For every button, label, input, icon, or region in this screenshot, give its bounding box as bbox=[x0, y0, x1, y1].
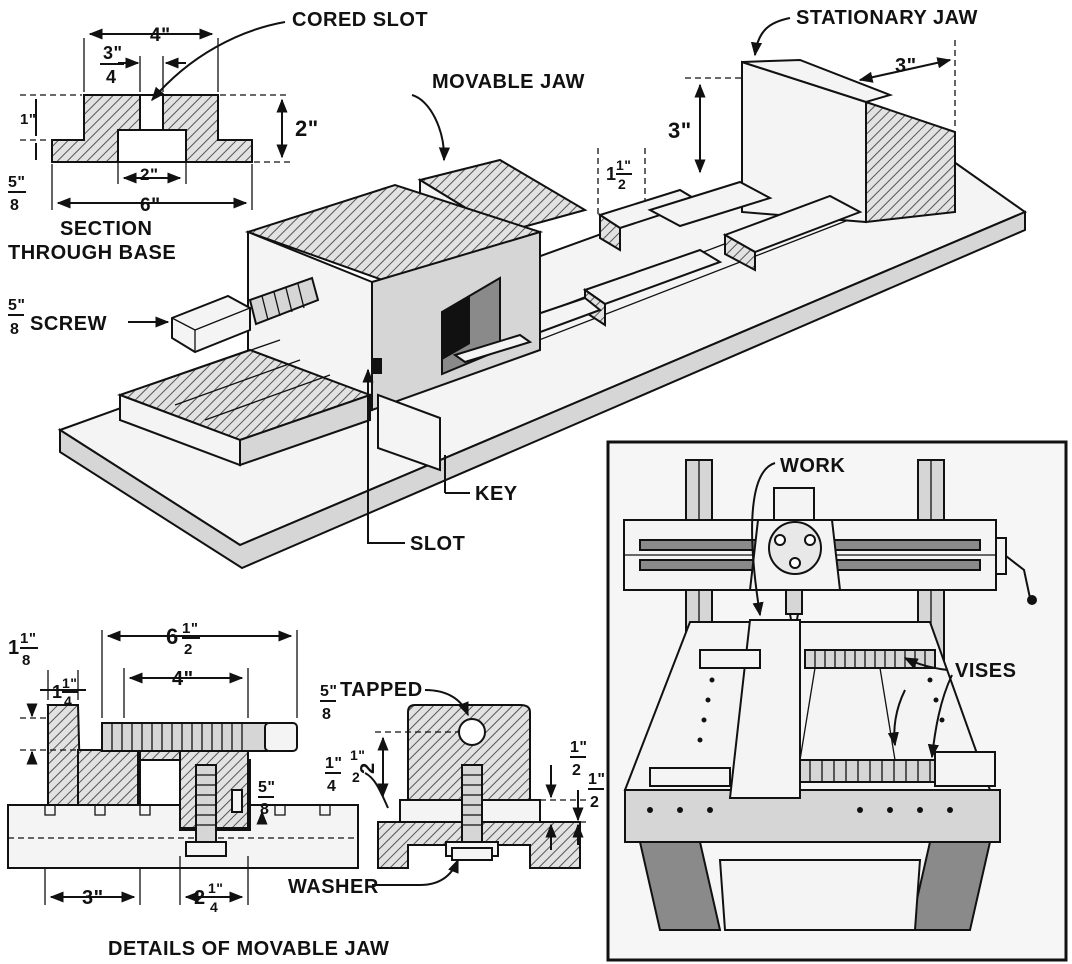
label-vises: VISES bbox=[955, 660, 1016, 682]
rear-rail-2 bbox=[647, 180, 773, 228]
label-cored-slot: CORED SLOT bbox=[292, 9, 428, 31]
end-dim-1-2b-den: 2 bbox=[590, 794, 599, 811]
det-dim-1-1-8-int: 1 bbox=[8, 637, 20, 659]
label-section: SECTION bbox=[60, 218, 152, 240]
end-section-body bbox=[407, 704, 531, 801]
movable-jaw-details bbox=[7, 630, 359, 905]
end-dim-1-4-num: 1" bbox=[325, 755, 342, 772]
base-plate-side bbox=[59, 210, 1026, 570]
base-channel bbox=[117, 129, 187, 163]
det-dim-1-4-int: 1 bbox=[52, 682, 63, 702]
label-through-base: THROUGH BASE bbox=[8, 242, 176, 264]
screw-dim-den: 8 bbox=[10, 321, 19, 338]
label-key: KEY bbox=[475, 483, 518, 505]
det-dim-1-1-8-num: 1" bbox=[20, 630, 36, 647]
det-dim-2-1-4-num: 1" bbox=[208, 880, 223, 896]
det-dim-6-1-2-int: 6 bbox=[166, 624, 179, 649]
det-dim-1-1-8-den: 8 bbox=[22, 652, 31, 669]
sec-dim-4: 4" bbox=[150, 25, 171, 46]
det-dim-2-1-4-int: 2 bbox=[194, 887, 206, 909]
detail-screw-thread bbox=[101, 722, 268, 752]
stationary-jaw-leader bbox=[750, 17, 791, 57]
sec-dim-3-4-num: 3" bbox=[103, 43, 123, 63]
screw bbox=[171, 276, 320, 354]
end-dim-2-1-2-num: 1" bbox=[350, 747, 365, 763]
stationary-jaw-top bbox=[741, 58, 894, 104]
end-dim-1-2a-den: 2 bbox=[572, 762, 581, 779]
machine-table-front bbox=[624, 789, 1001, 843]
iso-dim-3-width: 3" bbox=[895, 55, 917, 77]
label-stationary-jaw: STATIONARY JAW bbox=[796, 7, 978, 29]
sec-dim-1-small: 1" bbox=[20, 111, 36, 128]
end-section bbox=[364, 689, 590, 886]
det-dim-5-8-den: 8 bbox=[260, 801, 269, 818]
sec-dim-5-8-den: 8 bbox=[10, 197, 19, 214]
sec-dim-2-height: 2" bbox=[295, 116, 319, 141]
label-tapped: TAPPED bbox=[340, 679, 423, 701]
iso-dim-1-half-int: 1 bbox=[606, 164, 617, 184]
iso-dim-1-half-num: 1" bbox=[616, 157, 631, 173]
sec-dim-2-width: 2" bbox=[140, 165, 159, 184]
cored-slot-opening bbox=[139, 94, 164, 133]
label-washer: WASHER bbox=[288, 876, 379, 898]
det-dim-2-1-4-den: 4 bbox=[210, 899, 218, 915]
det-dim-3: 3" bbox=[82, 887, 104, 909]
label-movable-jaw: MOVABLE JAW bbox=[432, 71, 585, 93]
iso-dim-3-height: 3" bbox=[668, 118, 692, 143]
label-slot: SLOT bbox=[410, 533, 465, 555]
slot-leader bbox=[362, 368, 405, 544]
tap-dim-5-8-num: 5" bbox=[320, 683, 337, 700]
det-dim-5-8-num: 5" bbox=[258, 779, 275, 796]
sec-dim-5-8-num: 5" bbox=[8, 174, 25, 191]
rear-slot-piece bbox=[452, 333, 533, 364]
stationary-jaw-side bbox=[865, 100, 956, 224]
isometric-vise bbox=[57, 17, 1028, 570]
end-dim-1-2b-num: 1" bbox=[588, 771, 605, 788]
iso-dim-1-half-den: 2 bbox=[618, 176, 626, 192]
screw-dim-num: 5" bbox=[8, 297, 25, 314]
screw-thread bbox=[248, 276, 320, 326]
tapped-hole bbox=[458, 718, 486, 746]
movable-jaw-leader bbox=[411, 94, 451, 162]
label-work: WORK bbox=[780, 455, 845, 477]
end-dim-1-2a-num: 1" bbox=[570, 739, 587, 756]
end-dim-2-1-2-den: 2 bbox=[352, 769, 360, 785]
key-block bbox=[377, 393, 441, 472]
section-through-base bbox=[20, 21, 290, 210]
det-dim-1-4-num: 1" bbox=[62, 675, 77, 691]
label-screw: SCREW bbox=[30, 313, 107, 335]
label-details-of-movable-jaw: DETAILS OF MOVABLE JAW bbox=[108, 938, 389, 960]
det-dim-4: 4" bbox=[172, 668, 194, 690]
end-dim-2-1-2-int: 2 bbox=[357, 762, 379, 774]
detail-screw-head bbox=[264, 722, 298, 752]
end-dim-1-4-den: 4 bbox=[327, 778, 336, 795]
det-dim-6-1-2-den: 2 bbox=[184, 641, 193, 658]
detail-jaw-body bbox=[77, 749, 139, 806]
sec-dim-6: 6" bbox=[140, 195, 161, 216]
det-dim-1-4-den: 4 bbox=[64, 693, 72, 709]
det-dim-6-1-2-num: 1" bbox=[182, 620, 198, 637]
sec-dim-3-4-den: 4 bbox=[106, 67, 117, 87]
vise-upper bbox=[804, 649, 936, 669]
tap-dim-5-8-den: 8 bbox=[322, 706, 331, 723]
machine-inset bbox=[606, 440, 1068, 962]
